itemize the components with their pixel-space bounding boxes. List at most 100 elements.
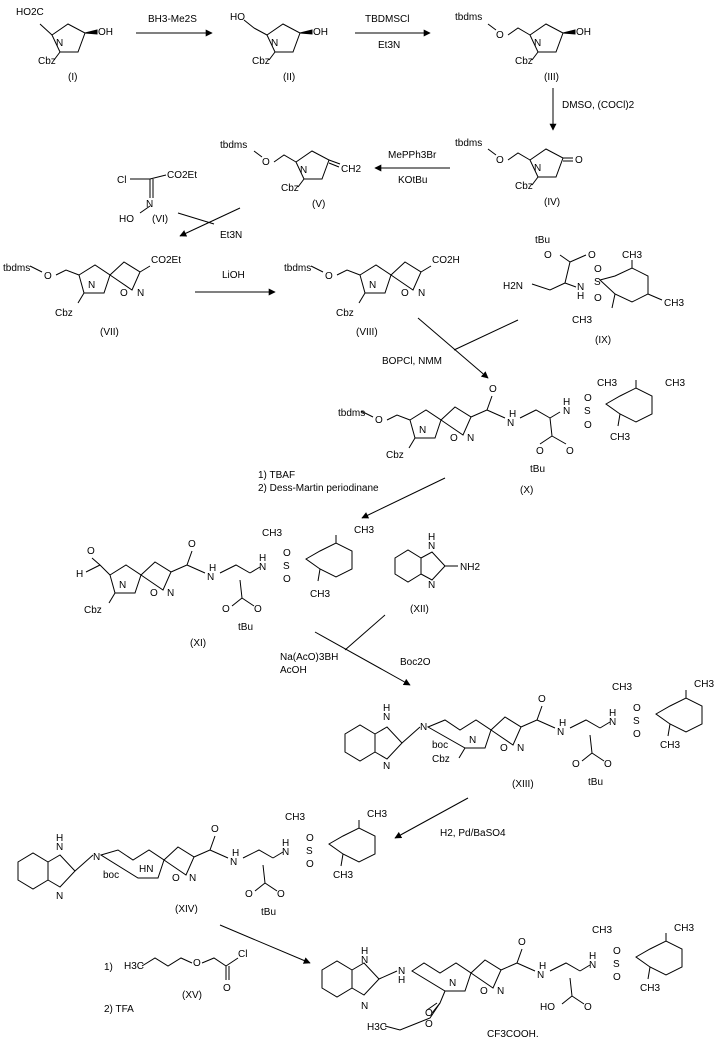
c13-g2: N (383, 761, 390, 772)
c8-label: (VIII) (356, 327, 378, 338)
c16-g19: CH3 (592, 925, 612, 936)
c11-g3: O (150, 588, 158, 599)
c16-g2: N (361, 1001, 368, 1012)
c11-g7: N (207, 572, 214, 583)
c10-g13: O (584, 420, 592, 431)
c10-g12: O (584, 393, 592, 404)
c2-g0: HO (230, 12, 245, 23)
c13-g13: H (609, 708, 616, 719)
reagent-9a: Na(AcO)3BH (280, 652, 338, 663)
c11-g9: N (259, 562, 266, 573)
c1-g3: Cbz (38, 56, 56, 67)
c6-g0: Cl (117, 175, 126, 186)
reagent-5: Et3N (220, 230, 242, 241)
c14-g13: S (306, 846, 313, 857)
c9-g4: N (577, 282, 584, 293)
reagent-2b: Et3N (378, 40, 400, 51)
arrow-11 (219, 924, 311, 964)
c13-g3: N (420, 722, 427, 733)
c14-g14: O (306, 833, 314, 844)
compound-14: H N N N boc HN O N O N H N H S O O CH3 C… (17, 809, 387, 918)
c2-g2: N (271, 38, 278, 49)
c10-g2: N (419, 425, 426, 436)
c11-g17: O (222, 604, 230, 615)
c8-g2: CO2H (432, 255, 460, 266)
c3-g2: OH (576, 27, 591, 38)
c7-g5: N (137, 288, 144, 299)
c9-g3: H2N (503, 281, 523, 292)
c13-g7: N (517, 743, 524, 754)
c14-g20: O (277, 889, 285, 900)
c10-g16: CH3 (610, 432, 630, 443)
reagent-6: LiOH (222, 270, 245, 281)
c10-g11: S (584, 406, 591, 417)
c16-g14: N (589, 960, 596, 971)
c2-g3: Cbz (252, 56, 270, 67)
c14-label: (XIV) (175, 904, 198, 915)
reagent-1: BH3-Me2S (148, 14, 197, 25)
reagent-8a: 1) TBAF (258, 470, 295, 481)
c9-g8: O (594, 293, 602, 304)
c13-g12: N (609, 717, 616, 728)
c16-g20: CH3 (674, 923, 694, 934)
c11-g11: S (283, 561, 290, 572)
c10-g18: O (566, 446, 574, 457)
reagent-10: H2, Pd/BaSO4 (440, 828, 506, 839)
reagent-11a: 1) (104, 962, 113, 973)
reagent-9b: AcOH (280, 665, 307, 676)
c14-g12: H (282, 838, 289, 849)
c5-g3: N (300, 165, 307, 176)
reagent-9c: Boc2O (400, 657, 431, 668)
c9-g10: CH3 (664, 298, 684, 309)
c14-g19: O (245, 889, 253, 900)
c6-g1: CO2Et (167, 170, 197, 181)
arrow-5 (179, 207, 241, 237)
c8-g4: O (401, 288, 409, 299)
c3-g4: Cbz (515, 56, 533, 67)
c3-g0: tbdms (455, 12, 482, 23)
c7-g2: CO2Et (151, 255, 181, 266)
c9-g9: CH3 (622, 250, 642, 261)
compound-16: H N N N H N O N O O H3C O N H N H S O O … (321, 923, 694, 1040)
compound-9: tBu O O H2N N H S O O CH3 CH3 CH3 (IX) (503, 235, 684, 346)
c16-salt: CF3COOH. (487, 1029, 539, 1040)
c6-label: (VI) (152, 214, 168, 225)
c10-g8: H (509, 409, 516, 420)
c16-g15: H (589, 951, 596, 962)
c13-g10: N (557, 727, 564, 738)
c10-g6: O (489, 384, 497, 395)
c16-g3: N (398, 966, 405, 977)
c8-g3: N (369, 280, 376, 291)
c9-g1: O (544, 250, 552, 261)
compound-7: tbdms O CO2Et N O N Cbz (VII) (3, 255, 181, 338)
c13-g1: N (383, 712, 390, 723)
c13-g16: O (633, 729, 641, 740)
compound-3: tbdms O OH N Cbz (III) (455, 12, 591, 83)
c11-g10: H (259, 553, 266, 564)
c10-g17: O (536, 446, 544, 457)
c8-g5: N (418, 288, 425, 299)
c16-g1: N (361, 955, 368, 966)
compound-15: H3C O Cl O (XV) (124, 949, 247, 1001)
c6-g2: N (146, 199, 153, 210)
c12-g2: N (428, 580, 435, 591)
c12-g3: NH2 (460, 562, 480, 573)
c11-g13: O (283, 574, 291, 585)
c11-g19: tBu (238, 622, 253, 633)
c7-g6: Cbz (55, 308, 73, 319)
c10-g1: O (375, 415, 383, 426)
c13-g19: CH3 (660, 740, 680, 751)
c16-g7: N (497, 986, 504, 997)
c11-g15: CH3 (354, 525, 374, 536)
c11-g12: O (283, 548, 291, 559)
c4-g0: tbdms (455, 138, 482, 149)
c16-g18: O (613, 972, 621, 983)
c9-g7: O (594, 264, 602, 275)
c2-label: (II) (283, 72, 295, 83)
c16-g16: S (613, 959, 620, 970)
compound-11: O H N O N Cbz O N H N H S O O CH3 CH3 CH… (76, 525, 374, 649)
c12-g0: H (428, 532, 435, 543)
arrow-10 (394, 797, 469, 839)
c9-g5: H (577, 291, 584, 302)
c13-g5: N (469, 735, 476, 746)
